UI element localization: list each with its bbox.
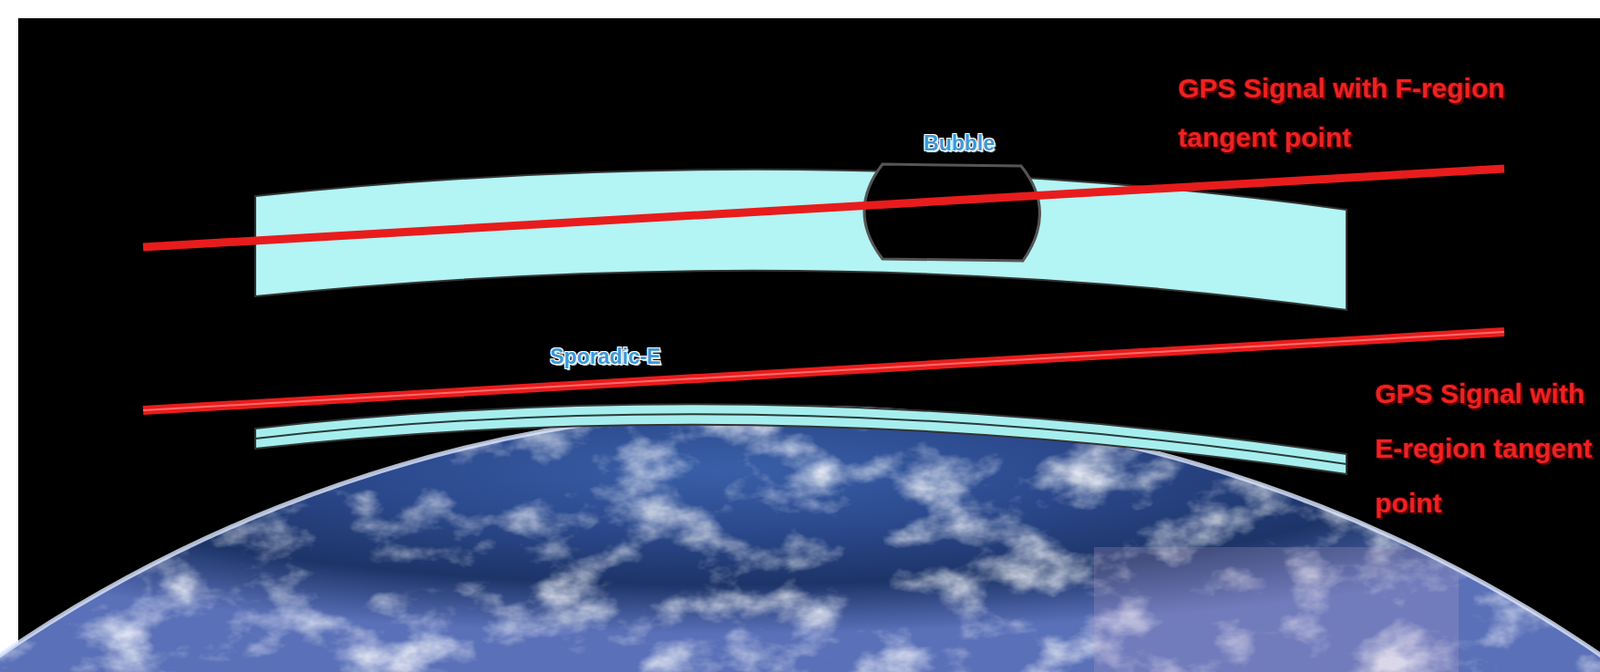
gps-signal-e: [143, 331, 1505, 411]
region-label: Bubble: [923, 130, 995, 156]
signal-label: GPS Signal with F-region tangent point: [1177, 63, 1589, 163]
gps-signal-f: [143, 168, 1505, 248]
signal-label: GPS Signal with E-region tangent point: [1374, 366, 1594, 531]
sporadic-e-layer: [255, 403, 1347, 475]
earth-rim: [0, 407, 1600, 672]
gps-signal-e-highlight: [143, 331, 1505, 411]
earth: [0, 401, 1600, 672]
sporadic-e-line: [255, 413, 1347, 465]
plasma-bubble: [864, 164, 1041, 261]
region-label: Sporadic-E: [549, 343, 661, 370]
